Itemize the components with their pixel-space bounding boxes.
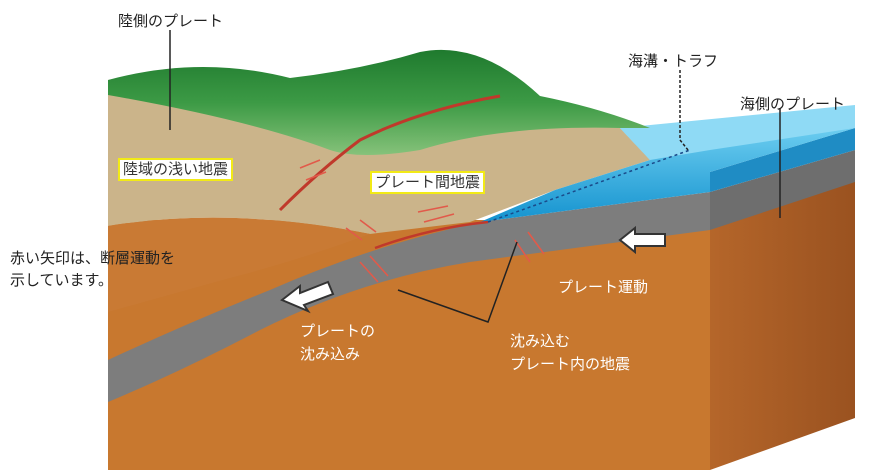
leader-intraplate xyxy=(397,241,518,323)
fault-arrows xyxy=(299,159,545,283)
subduction-arrow-icon xyxy=(280,280,335,314)
note-red-arrows-line1: 赤い矢印は、断層運動を xyxy=(10,249,176,267)
callout-interplate-quake: プレート間地震 xyxy=(370,171,486,194)
ocean-water xyxy=(480,128,855,222)
interplate-fault xyxy=(374,220,489,250)
land-surface xyxy=(108,49,650,155)
continental-crust xyxy=(108,217,370,312)
label-trench-trough: 海溝・トラフ xyxy=(628,52,719,70)
label-plate-motion: プレート運動 xyxy=(558,278,649,296)
label-subduction-line2: 沈み込み xyxy=(300,345,361,363)
surface-fault xyxy=(278,94,501,212)
leader-trench xyxy=(679,70,689,151)
label-oceanic-plate: 海側のプレート xyxy=(740,95,846,113)
note-red-arrows-line2: 示しています。 xyxy=(10,271,114,289)
ocean-top xyxy=(620,105,855,160)
label-continental-plate: 陸側のプレート xyxy=(118,12,224,30)
side-plate-layer xyxy=(710,150,855,230)
callout-shallow-quake: 陸域の浅い地震 xyxy=(118,158,234,181)
side-ocean-layer xyxy=(710,128,855,192)
subducting-plate xyxy=(108,192,710,402)
label-intraplate-quake-line1: 沈み込む xyxy=(510,332,571,350)
plate-motion-arrow-icon xyxy=(618,225,666,255)
block-side-face xyxy=(710,180,855,470)
label-intraplate-quake-line2: プレート内の地震 xyxy=(510,355,631,373)
label-subduction-line1: プレートの xyxy=(300,322,376,340)
